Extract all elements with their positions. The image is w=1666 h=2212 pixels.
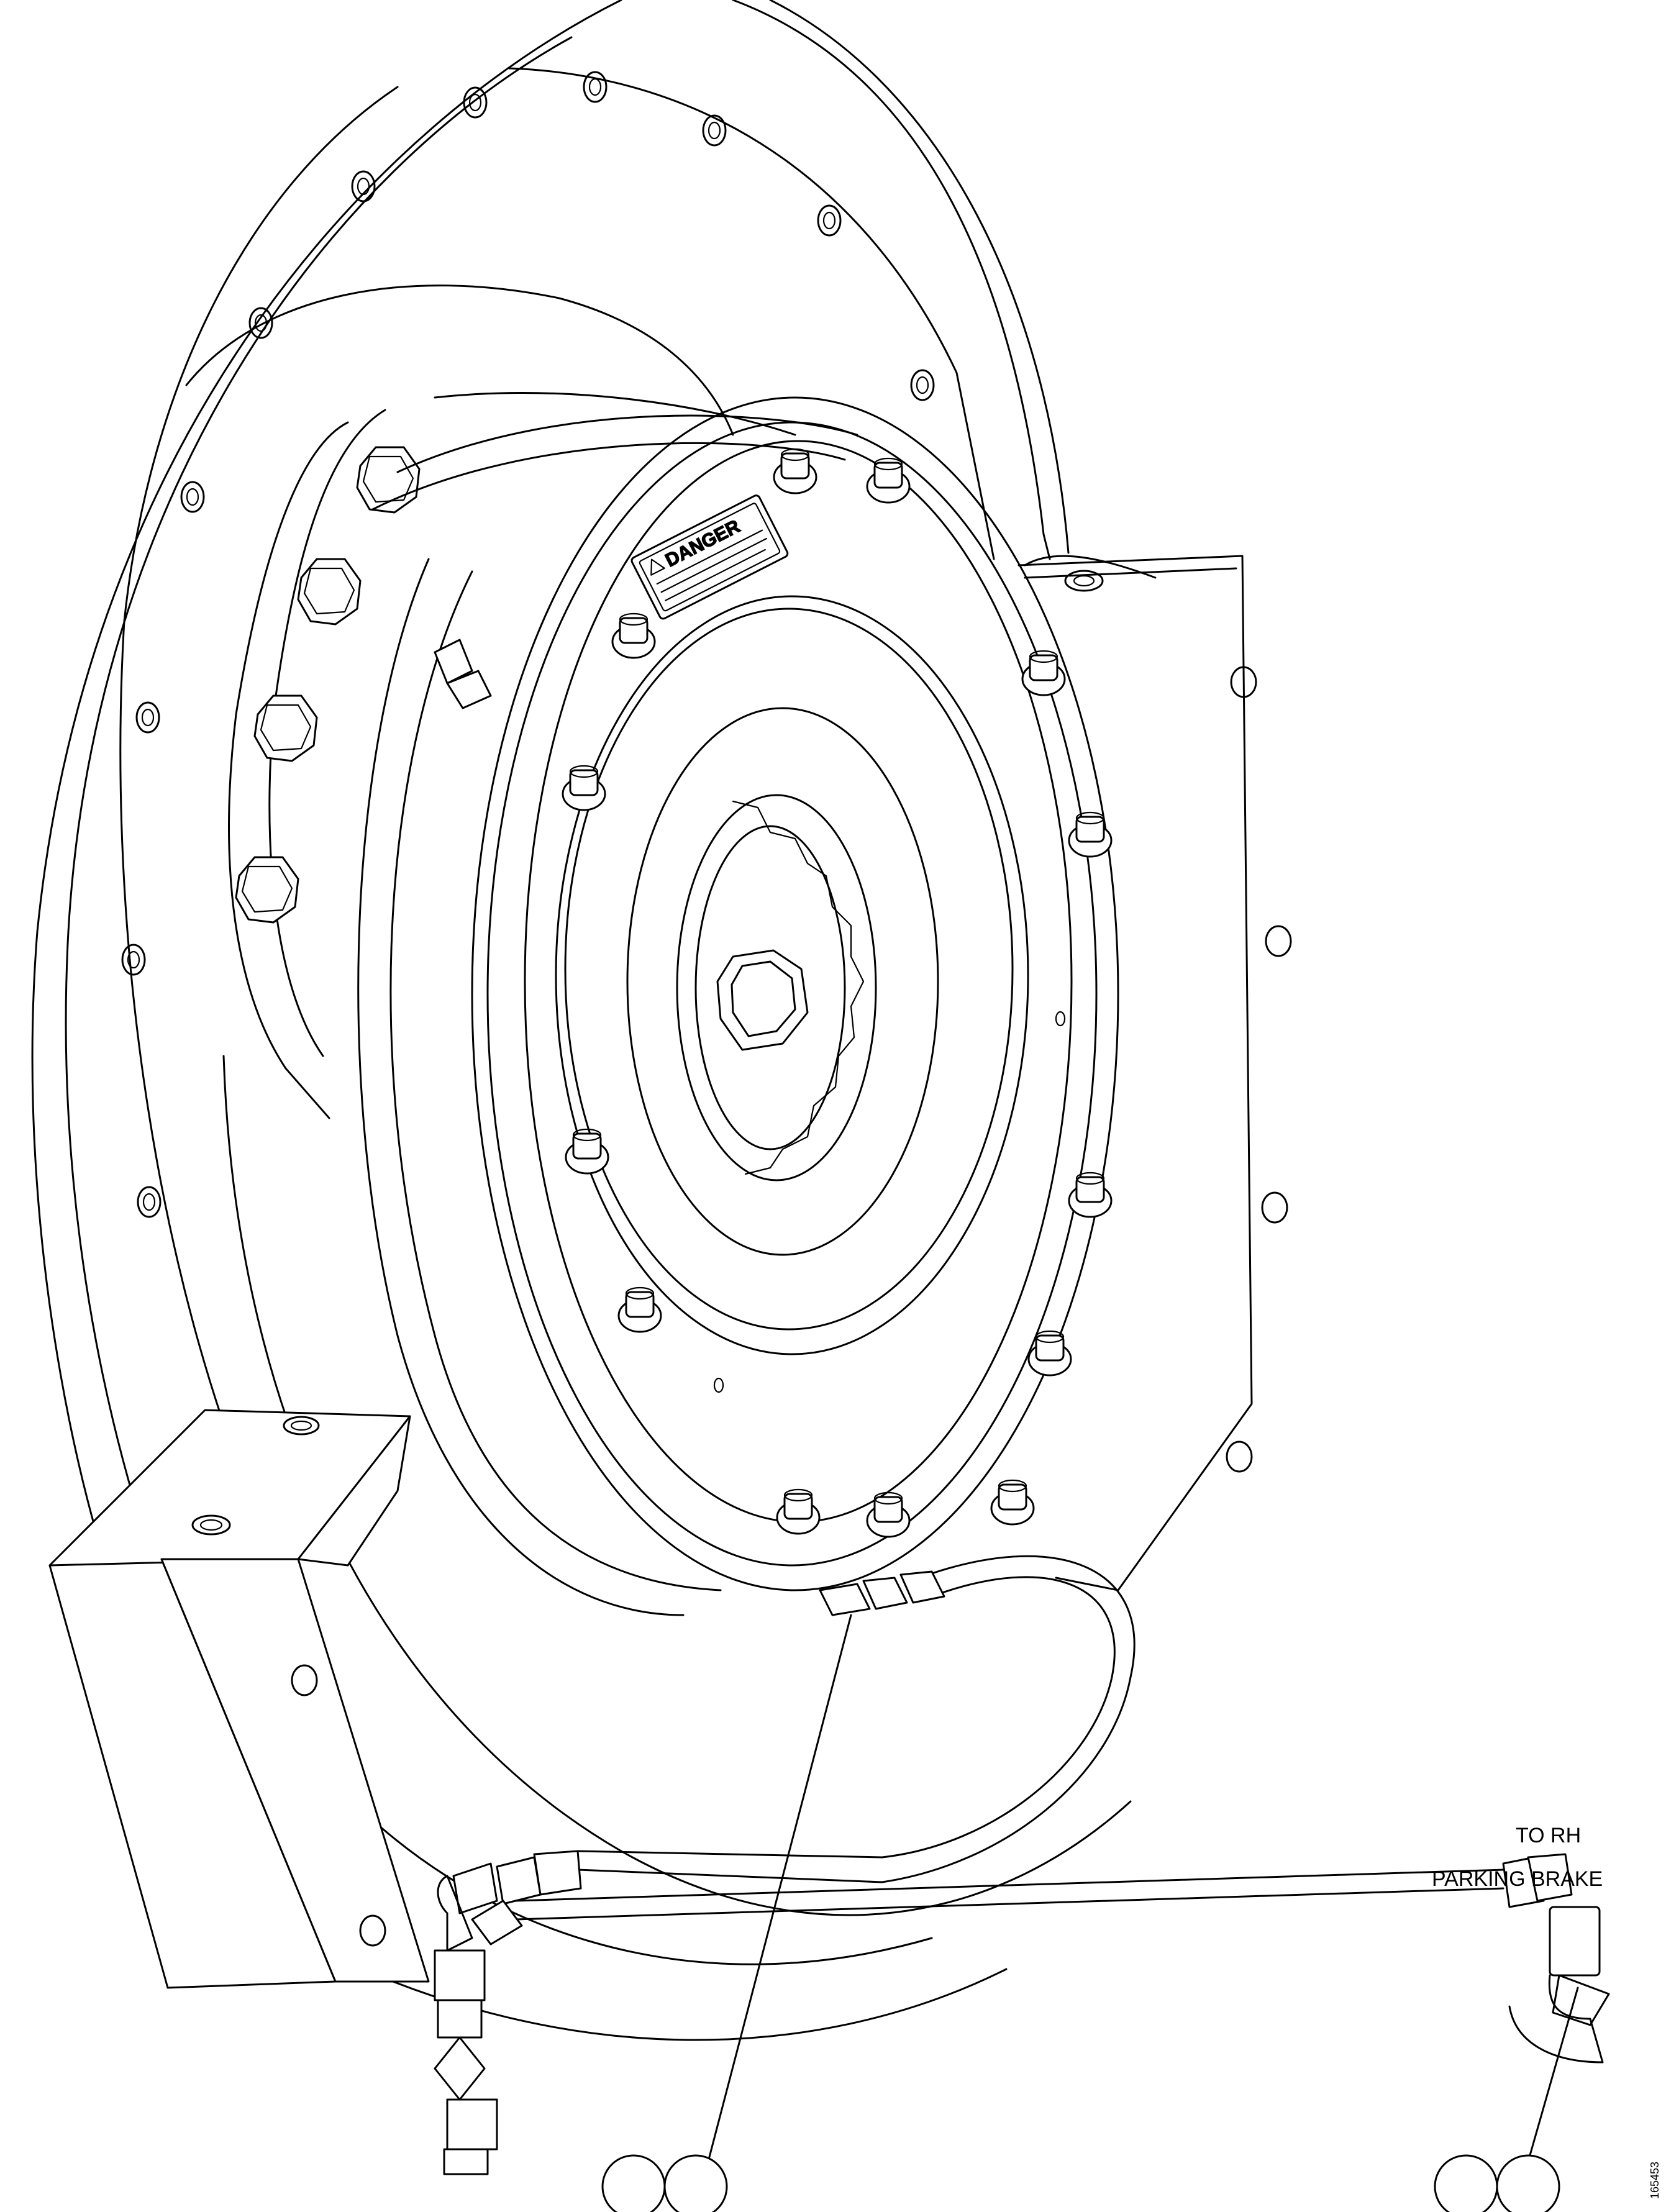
face-plate-stud	[866, 457, 911, 504]
outer-ring-stud	[180, 481, 205, 513]
face-plate-stud	[866, 1491, 911, 1538]
face-plate-stud	[1068, 1172, 1113, 1218]
outer-ring-stud	[702, 114, 727, 147]
destination-label-line1: TO RH	[1516, 1824, 1581, 1847]
destination-label-line2: PARKING BRAKE	[1432, 1867, 1603, 1891]
hose-fittings	[434, 1570, 1610, 2175]
outer-ring-stud	[135, 701, 160, 734]
hex-bolts	[235, 446, 421, 924]
face-plate-studs	[562, 448, 1113, 1538]
box-bracket	[48, 1409, 430, 1989]
face-plate-stud	[617, 1286, 662, 1333]
outer-ring-stud	[463, 86, 488, 119]
callout-balloons-left	[601, 2154, 728, 2212]
face-plate-stud	[990, 1479, 1035, 1526]
face-plate-stud	[1021, 650, 1066, 696]
brake-drum	[357, 396, 1119, 1616]
danger-plate: DANGER	[630, 494, 789, 620]
outer-ring-stud	[137, 1186, 162, 1218]
face-plate-stud	[611, 612, 656, 659]
outer-ring-stud	[583, 71, 608, 103]
flange-hex-bolt	[235, 856, 299, 924]
outer-ring-stud	[351, 170, 376, 203]
face-plate-stud	[1027, 1330, 1072, 1377]
figure-number: 165453	[1649, 2162, 1661, 2199]
leader-lines	[707, 1614, 1579, 2163]
callout-balloons-right	[1434, 2154, 1560, 2212]
outer-ring-stud	[248, 307, 273, 339]
face-plate	[524, 440, 1073, 1523]
mounting-flange	[228, 392, 796, 1119]
outer-ring-stud	[910, 369, 935, 401]
face-plate-stud	[773, 448, 817, 494]
face-plate-stud	[1068, 811, 1113, 858]
face-plate-stud	[565, 1128, 609, 1175]
brake-hoses	[514, 1555, 1504, 1921]
face-plate-stud	[776, 1488, 821, 1535]
flange-hex-bolt	[253, 694, 318, 762]
flange-hex-bolt	[297, 558, 362, 626]
grease-fitting	[434, 639, 492, 709]
outer-ring-studs	[121, 71, 935, 1218]
outer-ring-stud	[121, 944, 146, 976]
face-plate-stud	[562, 765, 606, 811]
outer-ring-stud	[817, 204, 842, 237]
bracket-plate-right	[1017, 555, 1292, 1591]
